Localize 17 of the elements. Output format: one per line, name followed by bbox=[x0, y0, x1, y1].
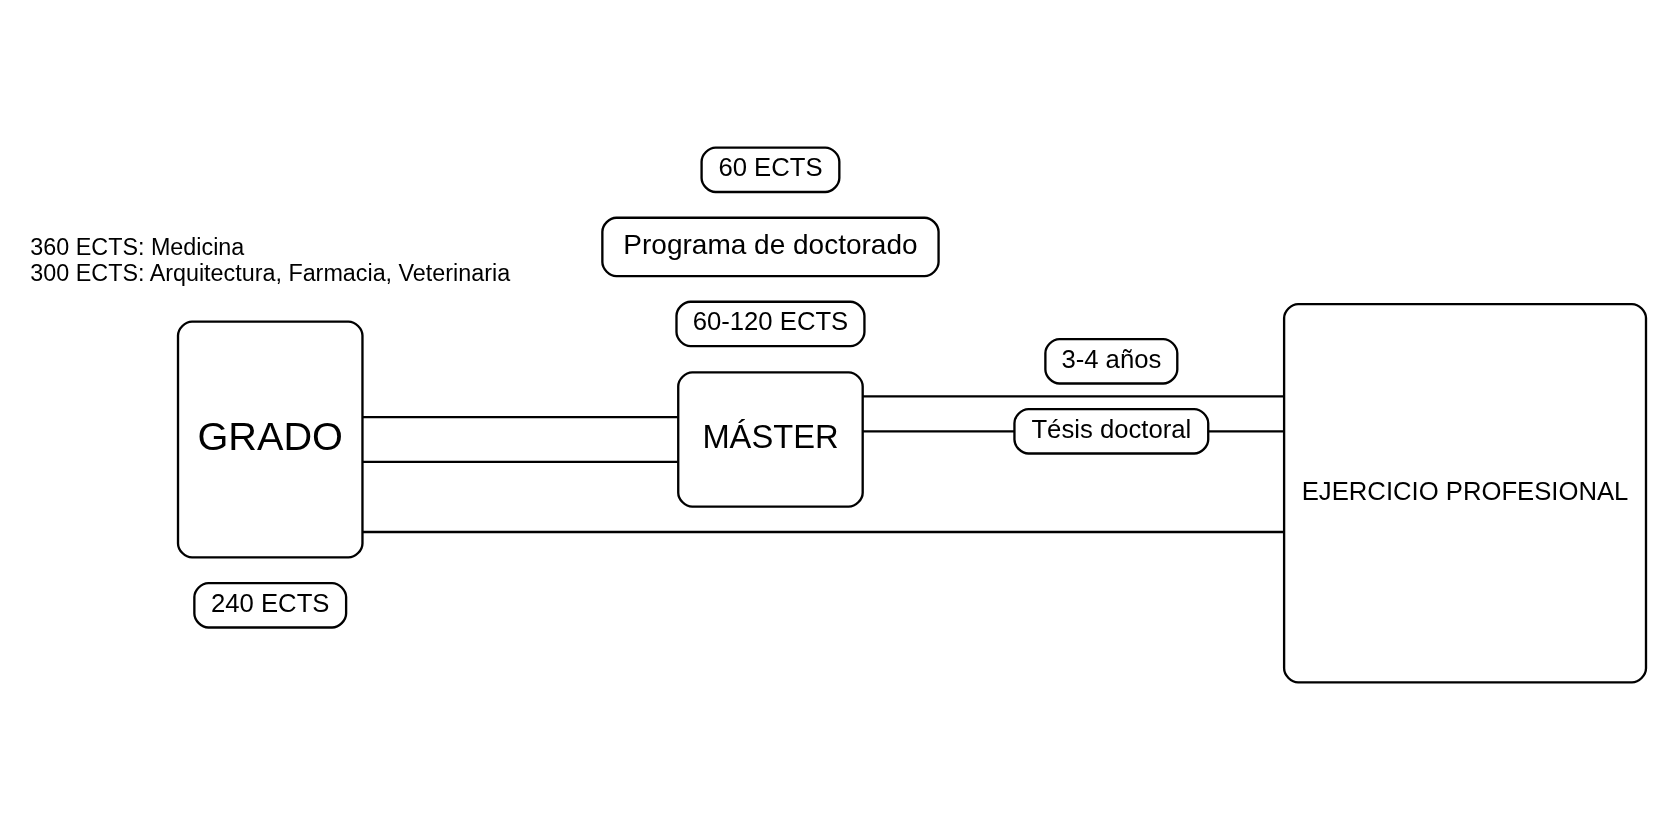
node-box: EJERCICIO PROFESIONAL bbox=[1282, 302, 1648, 684]
label: 300 ECTS: Arquitectura, Farmacia, Veterinaria bbox=[30, 259, 511, 286]
node-box: 60 ECTS bbox=[700, 146, 841, 194]
node-box: Tésis doctoral bbox=[1013, 408, 1210, 455]
connector bbox=[362, 530, 1284, 534]
node-box: MÁSTER bbox=[677, 371, 864, 508]
connector bbox=[362, 460, 678, 464]
connector bbox=[862, 430, 1015, 433]
connector bbox=[862, 395, 1284, 398]
connector bbox=[362, 415, 678, 419]
node-box: GRADO bbox=[176, 320, 364, 559]
connector bbox=[1208, 430, 1284, 433]
node-box: 60-120 ECTS bbox=[675, 300, 866, 348]
node-box: Programa de doctorado bbox=[601, 216, 940, 278]
label: 360 ECTS: Medicina bbox=[30, 234, 245, 261]
node-box: 3-4 años bbox=[1044, 337, 1179, 385]
node-box: 240 ECTS bbox=[193, 581, 348, 629]
